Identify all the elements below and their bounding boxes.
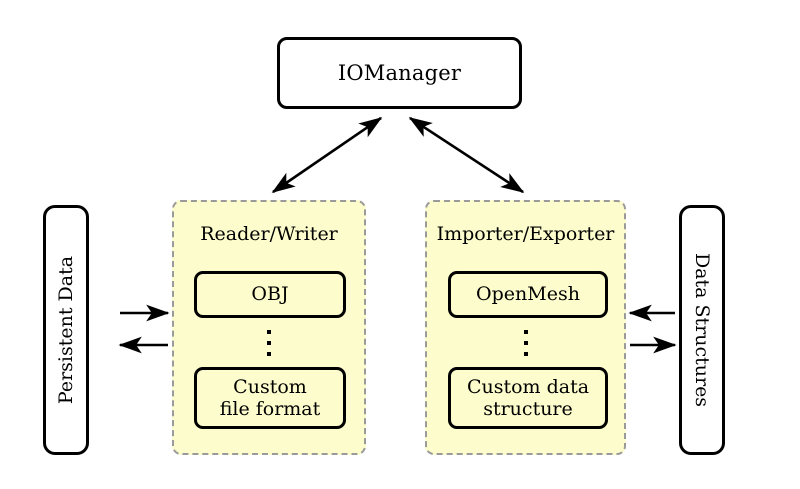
persistent-data-label-wrap: Persistent Data <box>46 208 86 452</box>
persistent-data-label: Persistent Data <box>55 255 77 405</box>
item-custom-file-format-line1: Custom <box>233 375 307 398</box>
reader-writer-ellipsis-icon <box>174 330 364 356</box>
item-obj[interactable]: OBJ <box>194 271 346 318</box>
item-openmesh[interactable]: OpenMesh <box>448 271 608 318</box>
data-structures-label: Data Structures <box>691 252 713 408</box>
data-structures-box[interactable]: Data Structures <box>679 205 725 455</box>
io-manager-label: IOManager <box>337 61 462 85</box>
item-obj-label: OBJ <box>251 283 289 306</box>
group-importer-exporter-title: Importer/Exporter <box>436 223 615 245</box>
item-openmesh-label: OpenMesh <box>476 283 580 306</box>
item-custom-data-structure-line2: structure <box>483 398 573 420</box>
persistent-data-box[interactable]: Persistent Data <box>43 205 89 455</box>
item-custom-data-structure[interactable]: Custom data structure <box>448 367 608 429</box>
item-custom-file-format-line2: file format <box>219 398 321 420</box>
importer-exporter-ellipsis-icon <box>427 330 624 356</box>
arrow-manager-importer-exporter <box>408 116 525 194</box>
item-custom-file-format-label: Custom file format <box>220 376 321 421</box>
group-reader-writer[interactable]: Reader/Writer OBJ Custom file format <box>172 200 366 455</box>
group-reader-writer-title: Reader/Writer <box>200 223 338 245</box>
item-custom-file-format[interactable]: Custom file format <box>194 367 346 429</box>
arrow-manager-reader-writer <box>271 116 383 194</box>
item-custom-data-structure-label: Custom data structure <box>467 376 589 421</box>
io-manager-box[interactable]: IOManager <box>277 37 522 109</box>
group-importer-exporter[interactable]: Importer/Exporter OpenMesh Custom data s… <box>425 200 626 455</box>
data-structures-label-wrap: Data Structures <box>682 208 722 452</box>
item-custom-data-structure-line1: Custom data <box>466 375 590 398</box>
